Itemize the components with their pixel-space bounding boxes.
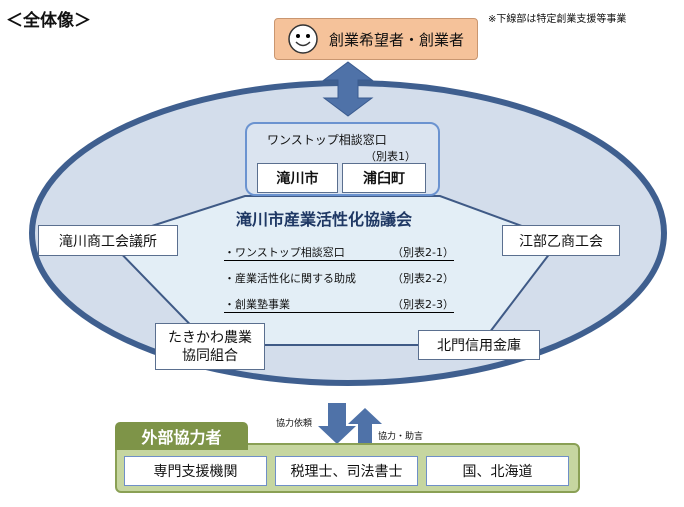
arrow-label-request: 協力依頼 (276, 419, 313, 429)
onestop-title: ワンストップ相談窓口 (267, 133, 387, 147)
member-ja-takikawa: たきかわ農業 協同組合 (155, 323, 265, 370)
council-item-onestop: ・ワンストップ相談窓口 （別表2-1） (224, 244, 454, 261)
page-heading: ＜全体像＞ (6, 11, 91, 31)
arrow-label-advice: 協力・助言 (378, 432, 424, 442)
item-ref: （別表2-2） (392, 272, 454, 285)
legend-note: ※下線部は特定創業支援等事業 (488, 14, 627, 25)
external-title: 外部協力者 (115, 422, 248, 450)
double-arrow (322, 61, 374, 117)
up-arrow (348, 408, 382, 443)
item-label: ・ワンストップ相談窓口 (224, 246, 345, 259)
item-label: ・産業活性化に関する助成 (224, 272, 356, 285)
founder-box: 創業希望者・創業者 (274, 18, 478, 60)
item-ref: （別表2-3） (392, 298, 454, 311)
member-ebeotsu-commerce: 江部乙商工会 (502, 225, 620, 256)
smiley-face-icon (288, 24, 318, 54)
council-title: 滝川市産業活性化協議会 (236, 210, 413, 229)
council-item-seminar: ・創業塾事業 （別表2-3） (224, 296, 454, 313)
onestop-ref: （別表1） (365, 150, 416, 163)
founder-label: 創業希望者・創業者 (329, 30, 465, 49)
member-hokumon-bank: 北門信用金庫 (418, 330, 540, 360)
member-chamber-of-commerce: 滝川商工会議所 (38, 225, 178, 256)
external-government: 国、北海道 (426, 456, 569, 486)
external-tax-legal: 税理士、司法書士 (275, 456, 418, 486)
down-arrow (318, 403, 356, 444)
city-urausu: 浦臼町 (342, 163, 426, 193)
external-specialists: 専門支援機関 (124, 456, 267, 486)
city-takikawa: 滝川市 (257, 163, 338, 193)
item-label: ・創業塾事業 (224, 298, 290, 311)
council-item-subsidy: ・産業活性化に関する助成 （別表2-2） (224, 270, 454, 286)
item-ref: （別表2-1） (392, 246, 454, 259)
